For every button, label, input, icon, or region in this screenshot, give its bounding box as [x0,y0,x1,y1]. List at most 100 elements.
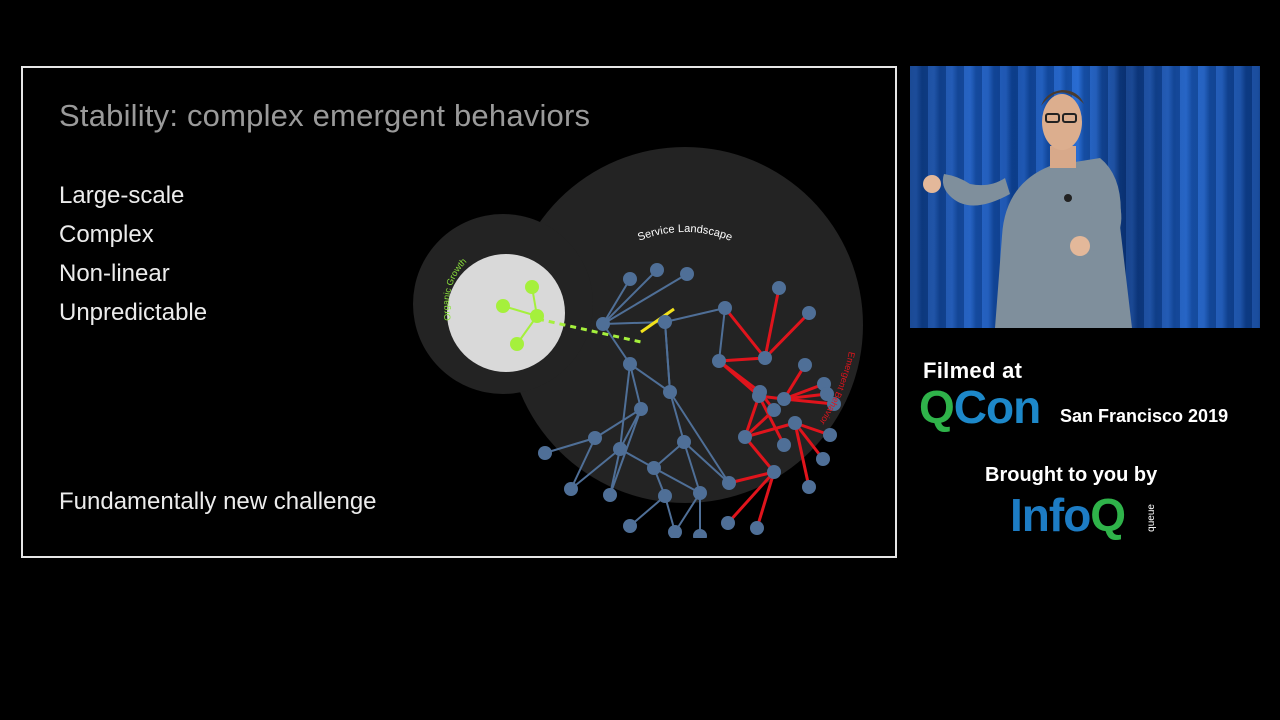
speaker-figure [923,90,1132,328]
service-node [658,489,672,503]
emergent-edge [723,307,767,359]
emergent-edge [763,311,811,360]
growth-nodes [496,280,544,351]
emergent-edges [718,287,835,529]
emergent-edge [743,436,776,473]
service-node [564,482,578,496]
slide-title: Stability: complex emergent behaviors [59,98,591,133]
slide-footer-text: Fundamentally new challenge [59,488,377,515]
service-node [816,452,830,466]
infoq-logo-info: Info [1010,489,1091,541]
service-edge [570,448,621,490]
growth-node [525,280,539,294]
growth-node [510,337,524,351]
service-node [693,486,707,500]
service-node [596,317,610,331]
service-node [623,357,637,371]
service-edge [544,437,596,454]
organic-growth-bubble [447,254,565,372]
qcon-logo: QCon [919,380,1041,434]
service-node [777,438,791,452]
service-node [767,403,781,417]
service-edge [664,307,726,323]
emergent-edge [763,287,781,359]
service-edge [594,408,642,439]
service-node [693,529,707,538]
qcon-logo-q: Q [919,381,955,433]
service-edge [570,437,596,490]
service-node [827,397,841,411]
service-node [677,435,691,449]
service-edge [653,467,701,494]
bullet-item: Complex [59,221,154,248]
speaker-video [910,66,1260,328]
service-edge [602,269,658,325]
service-edge [674,492,701,533]
emergent-edge [718,359,761,394]
service-node [738,430,752,444]
emergent-edge [793,422,825,460]
service-edge [683,441,730,484]
service-edge [629,363,671,393]
presentation-slide: Stability: complex emergent behaviors La… [21,66,897,558]
service-node [588,431,602,445]
service-node [623,272,637,286]
emergent-edge [783,382,825,401]
service-edge [602,323,631,365]
service-node [680,267,694,281]
service-node [802,306,816,320]
brought-to-you-by-text: Brought to you by [985,464,1158,486]
emergent-edge [783,392,828,401]
emergent-edge [783,397,835,406]
bridge-edge [640,307,675,334]
qcon-logo-con: Con [953,381,1041,433]
emergent-edge [728,470,775,485]
service-edge [669,391,685,443]
emergent-edge [718,356,766,363]
emergent-edge [755,471,776,529]
bullet-item: Unpredictable [59,299,208,326]
service-node [718,301,732,315]
emergent-edge [743,395,761,438]
infoq-logo: InfoQ [1010,488,1126,542]
bullet-item: Large-scale [59,182,185,209]
emergent-edge [744,421,796,439]
service-edge [629,363,642,410]
service-node [538,446,552,460]
service-node [613,442,627,456]
service-node [750,521,764,535]
service-edge [619,363,631,450]
bullet-item: Non-linear [59,260,170,287]
service-node [722,476,736,490]
service-edge [629,495,666,527]
service-node [650,263,664,277]
growth-node [530,309,544,323]
service-node [623,519,637,533]
service-nodes [538,263,841,538]
bullet-list: Large-scale Complex Non-linear Unpredict… [59,176,207,332]
growth-node [496,299,510,313]
service-edge [619,408,642,450]
service-edge [609,448,621,496]
service-node [777,392,791,406]
infoq-logo-q: Q [1090,489,1126,541]
service-node [658,315,672,329]
service-edge [718,307,726,362]
service-node [772,281,786,295]
service-edge [683,441,701,494]
service-node [820,387,834,401]
service-node [663,385,677,399]
service-landscape-diagram: Service Landscape Organic Growth Emergen… [413,147,863,538]
filmed-at-text: Filmed at [923,358,1023,383]
service-node [767,465,781,479]
service-node [798,358,812,372]
service-edge [669,391,730,484]
service-node [788,416,802,430]
service-node [753,385,767,399]
emergent-edge [757,395,786,446]
service-node [634,402,648,416]
service-node [823,428,837,442]
emergent-edge [793,422,811,488]
service-node [802,480,816,494]
service-node [603,488,617,502]
